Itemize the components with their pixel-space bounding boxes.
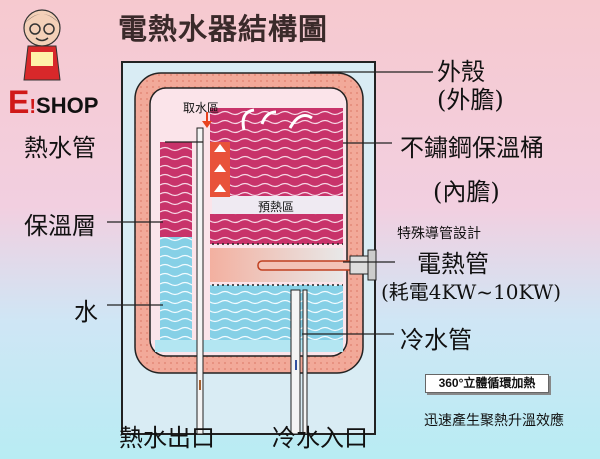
- mid-water-region: [210, 214, 343, 244]
- preheat-region: [212, 196, 343, 214]
- hot-water-region: [210, 108, 343, 196]
- label-heating-tube: 電熱管: [417, 250, 489, 278]
- label-inner-tank-sub: (內膽): [433, 178, 500, 206]
- hot-water-column: [160, 142, 192, 237]
- label-heating-power: (耗電4KW~10KW): [381, 280, 562, 304]
- special-guide-pipe: [212, 243, 343, 286]
- label-preheat-zone: 預熱區: [258, 200, 295, 214]
- label-hot-water-outlet: 熱水出口: [119, 424, 215, 452]
- cold-water-pool: [155, 340, 343, 352]
- label-cold-water-inlet: 冷水入口: [272, 424, 368, 452]
- logo-dot: !: [29, 96, 37, 118]
- label-inner-tank: 不鏽鋼保溫桶: [400, 134, 544, 162]
- label-cold-water-pipe: 冷水管: [400, 326, 472, 354]
- label-outer-shell-sub: (外膽): [437, 86, 504, 114]
- cold-water-column-left: [160, 237, 192, 347]
- circulation-badge: 360°立體循環加熱: [425, 374, 549, 393]
- diagram-title: 電熱水器結構圖: [118, 12, 329, 46]
- mascot-icon: [23, 9, 61, 81]
- label-outer-shell: 外殼: [437, 58, 485, 86]
- heating-rod: [257, 260, 354, 271]
- leader-lines: [107, 71, 433, 335]
- hot-water-pipe: [196, 127, 204, 435]
- label-special-pipe: 特殊導管設計: [397, 225, 481, 241]
- flow-arrow-icon: [241, 108, 255, 131]
- cold-water-region: [210, 285, 343, 349]
- effect-caption: 迅速產生聚熱升溫效應: [424, 413, 564, 429]
- eshop-logo: E!SHOP: [8, 84, 99, 120]
- label-hot-water-pipe: 熱水管: [24, 134, 96, 162]
- label-intake-zone: 取水區: [183, 101, 220, 115]
- upflow-arrows: [214, 144, 226, 192]
- label-water: 水: [74, 298, 98, 326]
- label-insulation: 保溫層: [24, 212, 96, 240]
